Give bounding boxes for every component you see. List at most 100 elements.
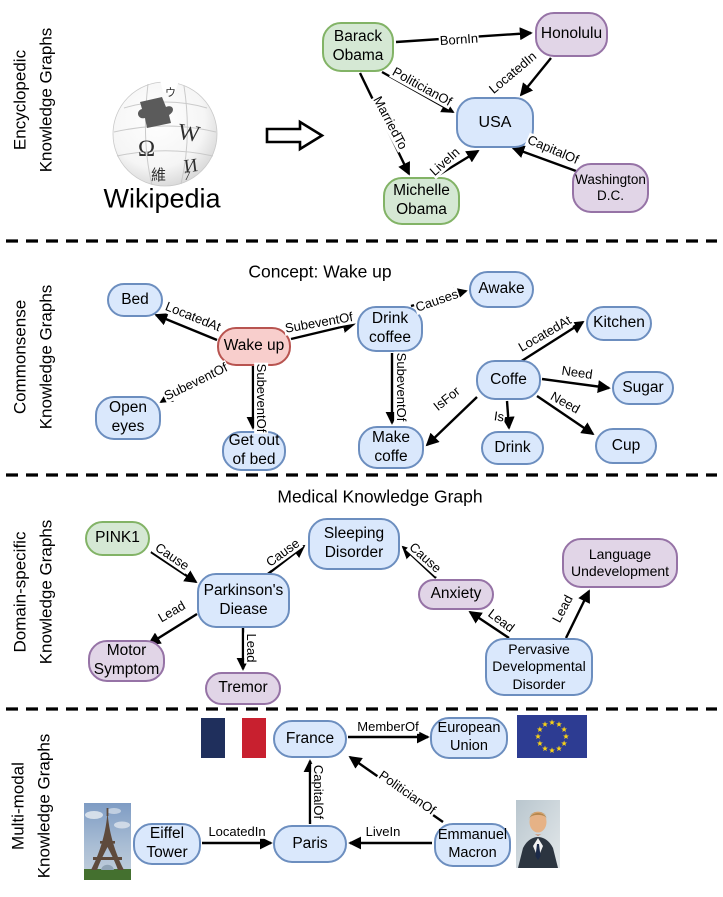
section-label-multi-modal: Multi-modal Knowledge Graphs bbox=[6, 734, 57, 879]
section-label-line: Commonsense bbox=[10, 299, 30, 415]
node-awake: Awake bbox=[469, 271, 534, 308]
node-label-line: Michelle bbox=[393, 182, 450, 200]
node-label-line: Awake bbox=[478, 280, 525, 298]
node-sugar: Sugar bbox=[612, 371, 674, 405]
node-label-line: European bbox=[437, 720, 501, 737]
node-france: France bbox=[273, 720, 347, 758]
node-label-line: Cup bbox=[611, 436, 641, 454]
node-label-line: Anxiety bbox=[430, 585, 482, 603]
node-pink1: PINK1 bbox=[85, 521, 150, 556]
eu-flag-star bbox=[549, 747, 555, 754]
edge-label-barack-bornin-honolulu: BornIn bbox=[438, 30, 480, 49]
edge-washington-capitalof-usa bbox=[511, 145, 577, 173]
node-label-line: Symptom bbox=[93, 661, 160, 678]
node-label-line: eyes bbox=[111, 418, 145, 435]
edge-parkinsons-lead-motor bbox=[147, 612, 198, 646]
node-drink: Drink bbox=[481, 431, 544, 465]
node-label-line: Diease bbox=[219, 600, 268, 618]
node-paris: Paris bbox=[273, 825, 347, 863]
node-label-line: Eiffel bbox=[149, 825, 185, 843]
edge-label-parkinsons-lead-tremor: Lead bbox=[243, 632, 260, 664]
node-label-line: Make bbox=[372, 428, 410, 446]
eu-flag-star bbox=[535, 733, 541, 740]
node-cup: Cup bbox=[595, 428, 657, 464]
node-label-line: Disorder bbox=[324, 544, 384, 561]
node-label-line: Tower bbox=[146, 844, 188, 861]
eu-flag-star bbox=[536, 726, 543, 733]
edge-label-drinkcoffee-subeventof-makecoffe: SubeventOf bbox=[393, 351, 410, 423]
eu-flag-star bbox=[549, 719, 555, 726]
section-label-line: Knowledge Graphs bbox=[36, 284, 55, 430]
node-label-line: Honolulu bbox=[540, 25, 603, 43]
eu-flag-star bbox=[536, 740, 543, 747]
edge-label-coffe-is-drink: Is bbox=[492, 408, 506, 425]
section-label-line: Domain-specific bbox=[10, 531, 30, 653]
node-label-line: Open bbox=[109, 399, 147, 417]
node-label-line: Obama bbox=[396, 201, 447, 218]
section-label-line: Knowledge Graphs bbox=[34, 733, 53, 879]
node-label-line: Sugar bbox=[622, 378, 664, 396]
node-label-line: Disorder bbox=[512, 675, 566, 692]
node-label-line: Obama bbox=[332, 47, 384, 64]
node-anxiety: Anxiety bbox=[418, 579, 494, 610]
node-kitchen: Kitchen bbox=[586, 306, 652, 341]
eu-flag-star bbox=[561, 726, 568, 733]
transform-arrow-icon bbox=[265, 119, 325, 152]
edge-coffe-need-sugar bbox=[541, 377, 611, 393]
edge-label-eiffel-locatedin-paris: LocatedIn bbox=[207, 823, 267, 840]
section-label-line: Knowledge Graphs bbox=[36, 27, 55, 173]
node-label-line: Emmanuel bbox=[437, 827, 508, 844]
node-label-line: Union bbox=[450, 738, 488, 754]
node-bed: Bed bbox=[107, 283, 163, 317]
section-label-line: Encyclopedic bbox=[10, 49, 30, 151]
section-label-commonsense: Commonsense Knowledge Graphs bbox=[8, 285, 59, 430]
node-label-line: of bed bbox=[232, 451, 276, 468]
node-honolulu: Honolulu bbox=[535, 12, 608, 57]
graph-title-domain-specific: Medical Knowledge Graph bbox=[277, 486, 483, 507]
node-label-line: Get out bbox=[228, 432, 280, 450]
edge-label-wakeup-subeventof-getout: SubeventOf bbox=[253, 362, 270, 434]
node-label-line: Drink bbox=[494, 438, 531, 456]
section-label-line: Multi-modal bbox=[8, 762, 28, 850]
node-label-line: Language bbox=[588, 545, 652, 562]
edge-honolulu-locatedin-usa bbox=[519, 57, 552, 97]
edge-wakeup-subeventof-drinkcoffee bbox=[290, 320, 356, 341]
node-label-line: France bbox=[285, 729, 335, 747]
edge-coffe-is-drink bbox=[501, 400, 515, 430]
wikipedia-globe-image: W Ω И 維 7 ウ bbox=[112, 80, 218, 187]
edge-pervasive-lead-language bbox=[564, 589, 591, 639]
node-label-line: Sleeping bbox=[323, 525, 385, 543]
eu-flag-image bbox=[517, 715, 587, 758]
eiffel-tower-image bbox=[84, 803, 131, 880]
edge-coffe-isfor-makecoffe bbox=[425, 396, 478, 447]
node-label-line: Tremor bbox=[218, 679, 268, 697]
edge-label-macron-livein-paris: LiveIn bbox=[364, 823, 402, 840]
eu-flag-star bbox=[561, 740, 568, 747]
wikipedia-caption: Wikipedia bbox=[103, 183, 221, 214]
eu-flag-star bbox=[542, 745, 548, 752]
node-label-line: Wake up bbox=[223, 337, 285, 355]
node-usa: USA bbox=[456, 97, 534, 148]
edge-label-paris-capitalof-france: CapitalOf bbox=[310, 763, 327, 821]
node-label-line: Kitchen bbox=[593, 314, 645, 332]
node-label-line: D.C. bbox=[597, 188, 624, 203]
node-label-line: Motor bbox=[106, 642, 147, 660]
node-tremor: Tremor bbox=[205, 672, 281, 705]
node-label-line: PINK1 bbox=[95, 529, 140, 547]
svg-text:維: 維 bbox=[151, 166, 166, 184]
node-label-line: Undevelopment bbox=[570, 563, 670, 579]
